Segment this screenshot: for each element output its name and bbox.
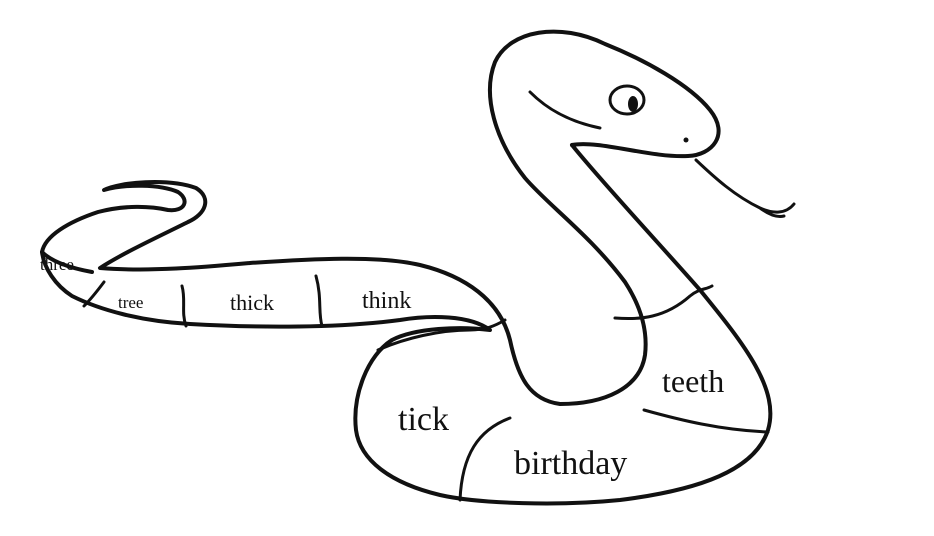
divider-teeth-neck bbox=[613, 284, 714, 321]
word-birthday: birthday bbox=[514, 445, 627, 482]
divider-birthday-teeth bbox=[642, 408, 770, 434]
word-think: think bbox=[362, 288, 411, 314]
word-tick: tick bbox=[398, 401, 449, 438]
word-teeth: teeth bbox=[662, 363, 724, 399]
snake-eye bbox=[608, 84, 646, 116]
divider-think-tick bbox=[376, 318, 507, 352]
divider-three-tree bbox=[82, 280, 106, 308]
snake-mouth bbox=[528, 90, 602, 130]
divider-tree-thick bbox=[180, 284, 188, 328]
snake-outer-edge bbox=[40, 29, 721, 406]
snake-nostril bbox=[683, 137, 689, 143]
word-tree: tree bbox=[118, 293, 143, 312]
word-thick: thick bbox=[230, 290, 274, 315]
snake-icon bbox=[40, 29, 796, 506]
snake-inner-neck bbox=[40, 143, 773, 506]
word-three: three bbox=[40, 255, 74, 274]
divider-thick-think bbox=[314, 274, 324, 328]
snake-pupil bbox=[628, 96, 638, 112]
snake-tongue bbox=[694, 158, 796, 218]
divider-tick-birthday bbox=[458, 416, 512, 502]
